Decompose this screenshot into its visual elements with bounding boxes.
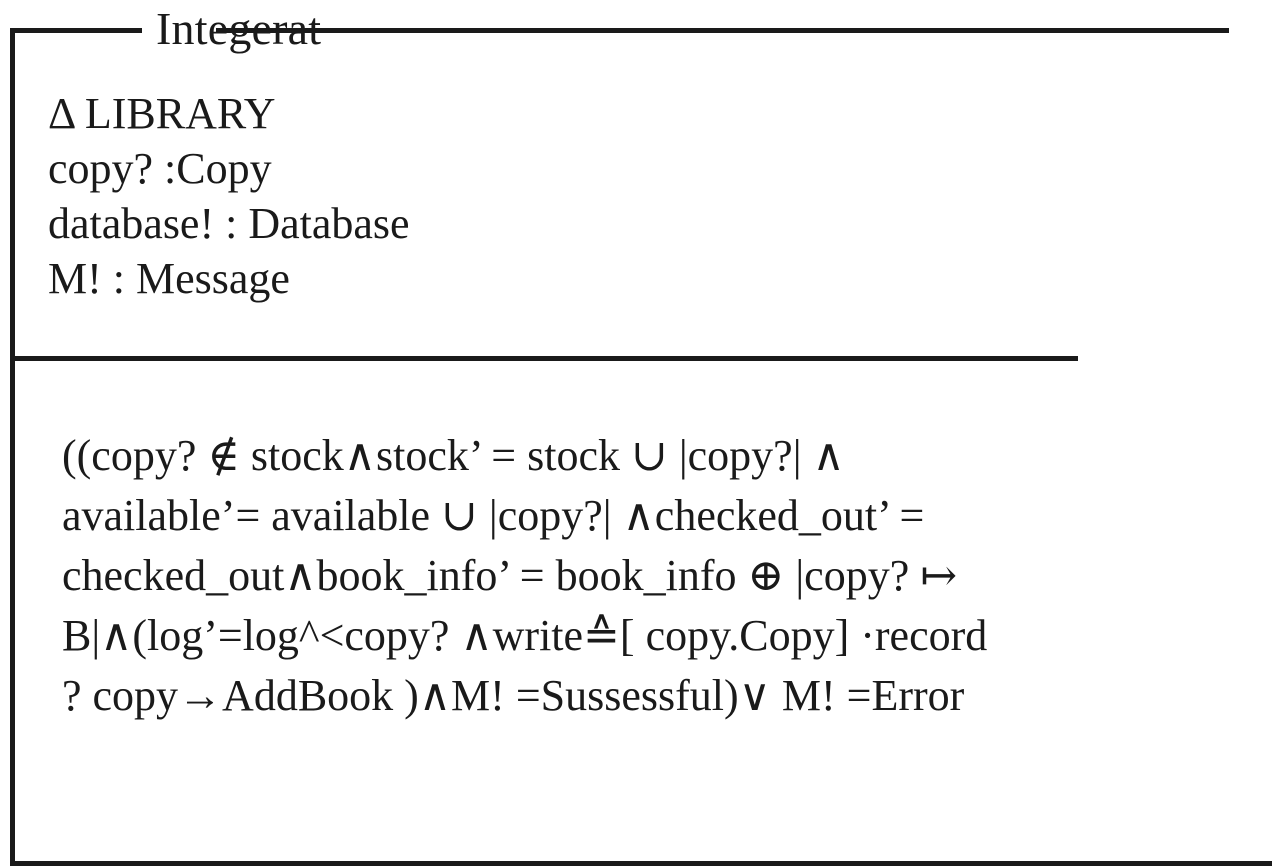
predicate-line: checked_out∧book_info’ = book_info ⊕ |co… [62,551,958,600]
schema-divider-rule [10,356,1078,361]
predicate-line: ? copy→AddBook )∧M! =Sussessful)∨ M! =Er… [62,671,965,720]
schema-top-rule-right [216,28,1229,33]
schema-predicate-part: ((copy? ∉ stock∧stock’ = stock ∪ |copy?|… [62,426,1262,726]
declaration-line: copy? :Copy [48,144,272,193]
schema-name: Integerat [156,3,322,54]
declaration-line: M! : Message [48,254,290,303]
predicate-line: ((copy? ∉ stock∧stock’ = stock ∪ |copy?|… [62,431,845,480]
schema-bottom-rule [10,861,1272,866]
predicate-line: B|∧(log’=log^<copy? ∧write≙[ copy.Copy] … [62,611,988,660]
schema-top-rule-left [10,28,142,33]
schema-left-edge [10,28,15,866]
declaration-line: Δ LIBRARY [48,89,276,138]
schema-declaration-part: Δ LIBRARY copy? :Copy database! : Databa… [48,86,1228,306]
declaration-line: database! : Database [48,199,410,248]
predicate-line: available’= available ∪ |copy?| ∧checked… [62,491,925,540]
